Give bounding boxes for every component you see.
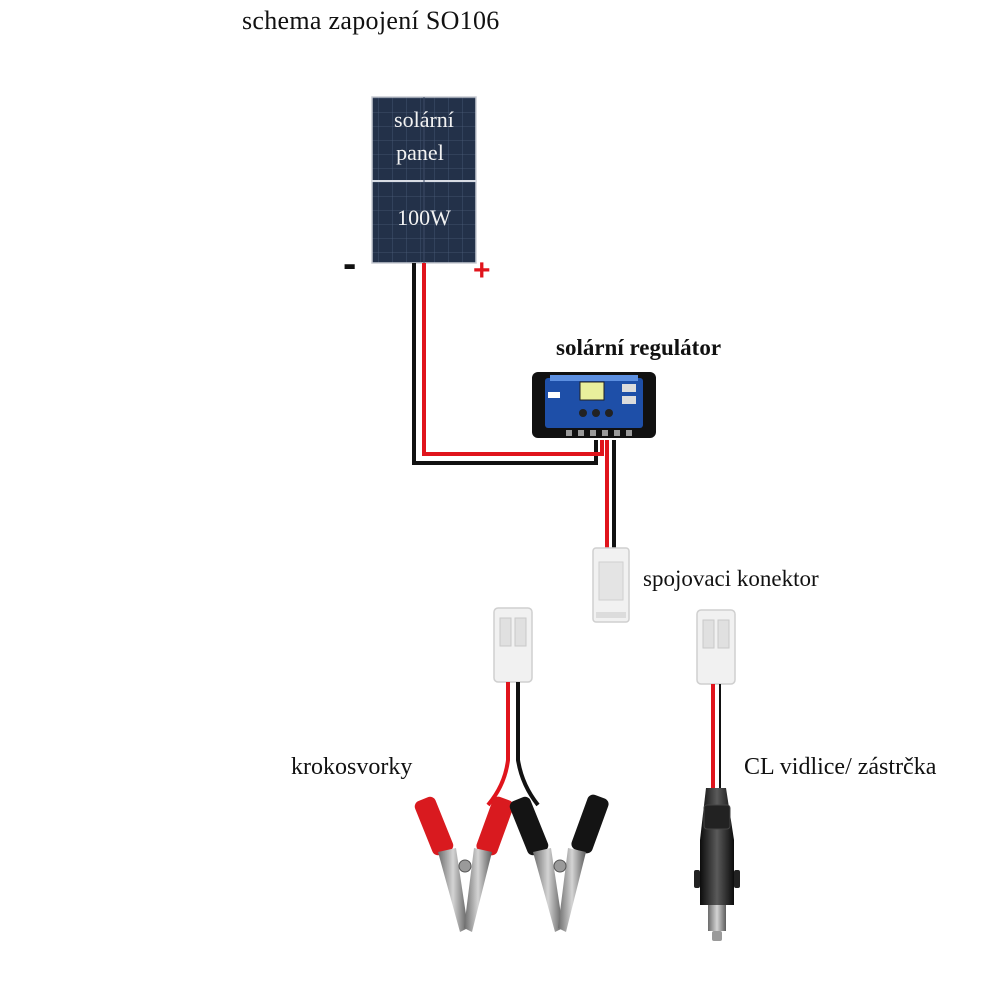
clamps-connector [493,607,533,683]
connector-label: spojovaci konektor [643,566,819,591]
cl-cable [711,684,721,790]
panel-power-label: 100W [397,205,451,230]
clamps-label: krokosvorky [291,754,413,780]
cl-plug-label: CL vidlice/ zástrčka [744,754,937,780]
diagram-title: schema zapojení SO106 [242,6,500,35]
regulator-label: solární regulátor [556,335,722,360]
clamps-cable [486,682,540,807]
solar-regulator [532,372,656,438]
red-clamp [414,796,514,932]
panel-label-line2: panel [396,140,444,165]
cl-connector [696,609,736,685]
panel-label-line1: solární [394,107,454,132]
connector-socket [592,547,630,623]
cl-plug [694,788,740,941]
plus-sign: + [473,254,491,287]
solar-panel: solární panel 100W [371,96,477,264]
black-clamp [509,794,609,932]
minus-sign: - [343,242,356,286]
output-cable [605,440,616,548]
panel-cable [412,263,604,465]
